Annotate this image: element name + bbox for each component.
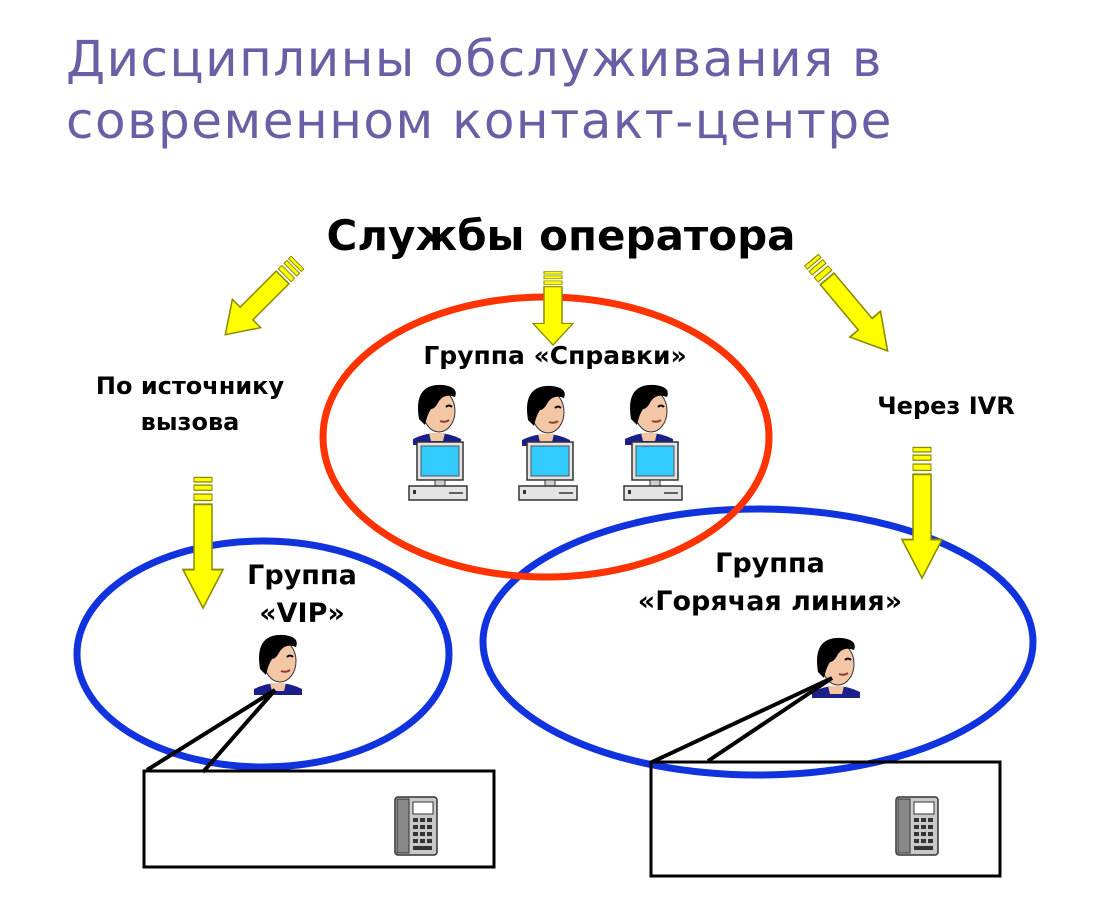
branch-ivr-label: Через IVR [877, 392, 1015, 420]
branch-source-line-1: По источнику [95, 372, 285, 400]
group-vip-line-1: Группа [247, 560, 357, 591]
arrow-icon [532, 270, 574, 346]
headset-wire [145, 688, 277, 774]
telephone-icon [895, 796, 939, 856]
group-hot-line-1: Группа [715, 548, 825, 579]
arrow-icon [795, 246, 904, 365]
slide-title-line-1: Дисциплины обслуживания в [66, 30, 884, 88]
operator-icon [624, 383, 674, 446]
telephone-icon [394, 796, 438, 856]
group-vip-label: Группа «VIP» [232, 557, 372, 633]
workstation-box-hot [649, 760, 1002, 878]
root-label: Службы оператора [326, 211, 796, 260]
slide-title: Дисциплины обслуживания в современном ко… [66, 28, 1066, 152]
branch-source-label: По источнику вызова [70, 368, 310, 440]
group-vip-line-2: «VIP» [259, 598, 345, 629]
group-hot-ellipse [479, 505, 1037, 779]
group-hot-label: Группа «Горячая линия» [590, 545, 950, 621]
slide-title-line-2: современном контакт-центре [66, 92, 893, 150]
group-hot-line-2: «Горячая линия» [637, 586, 903, 617]
operator-icon [811, 636, 861, 699]
computer-icon [623, 441, 683, 501]
computer-icon [518, 441, 578, 501]
operator-icon [521, 384, 571, 447]
operator-icon [412, 383, 462, 446]
operator-icon [253, 633, 303, 696]
group-help-label: Группа «Справки» [423, 341, 687, 370]
computer-icon [408, 441, 468, 501]
arrow-icon [210, 247, 313, 350]
group-vip-ellipse [73, 537, 453, 771]
headset-wire [651, 676, 834, 764]
branch-source-line-2: вызова [140, 408, 240, 436]
workstation-box-vip [142, 769, 496, 869]
